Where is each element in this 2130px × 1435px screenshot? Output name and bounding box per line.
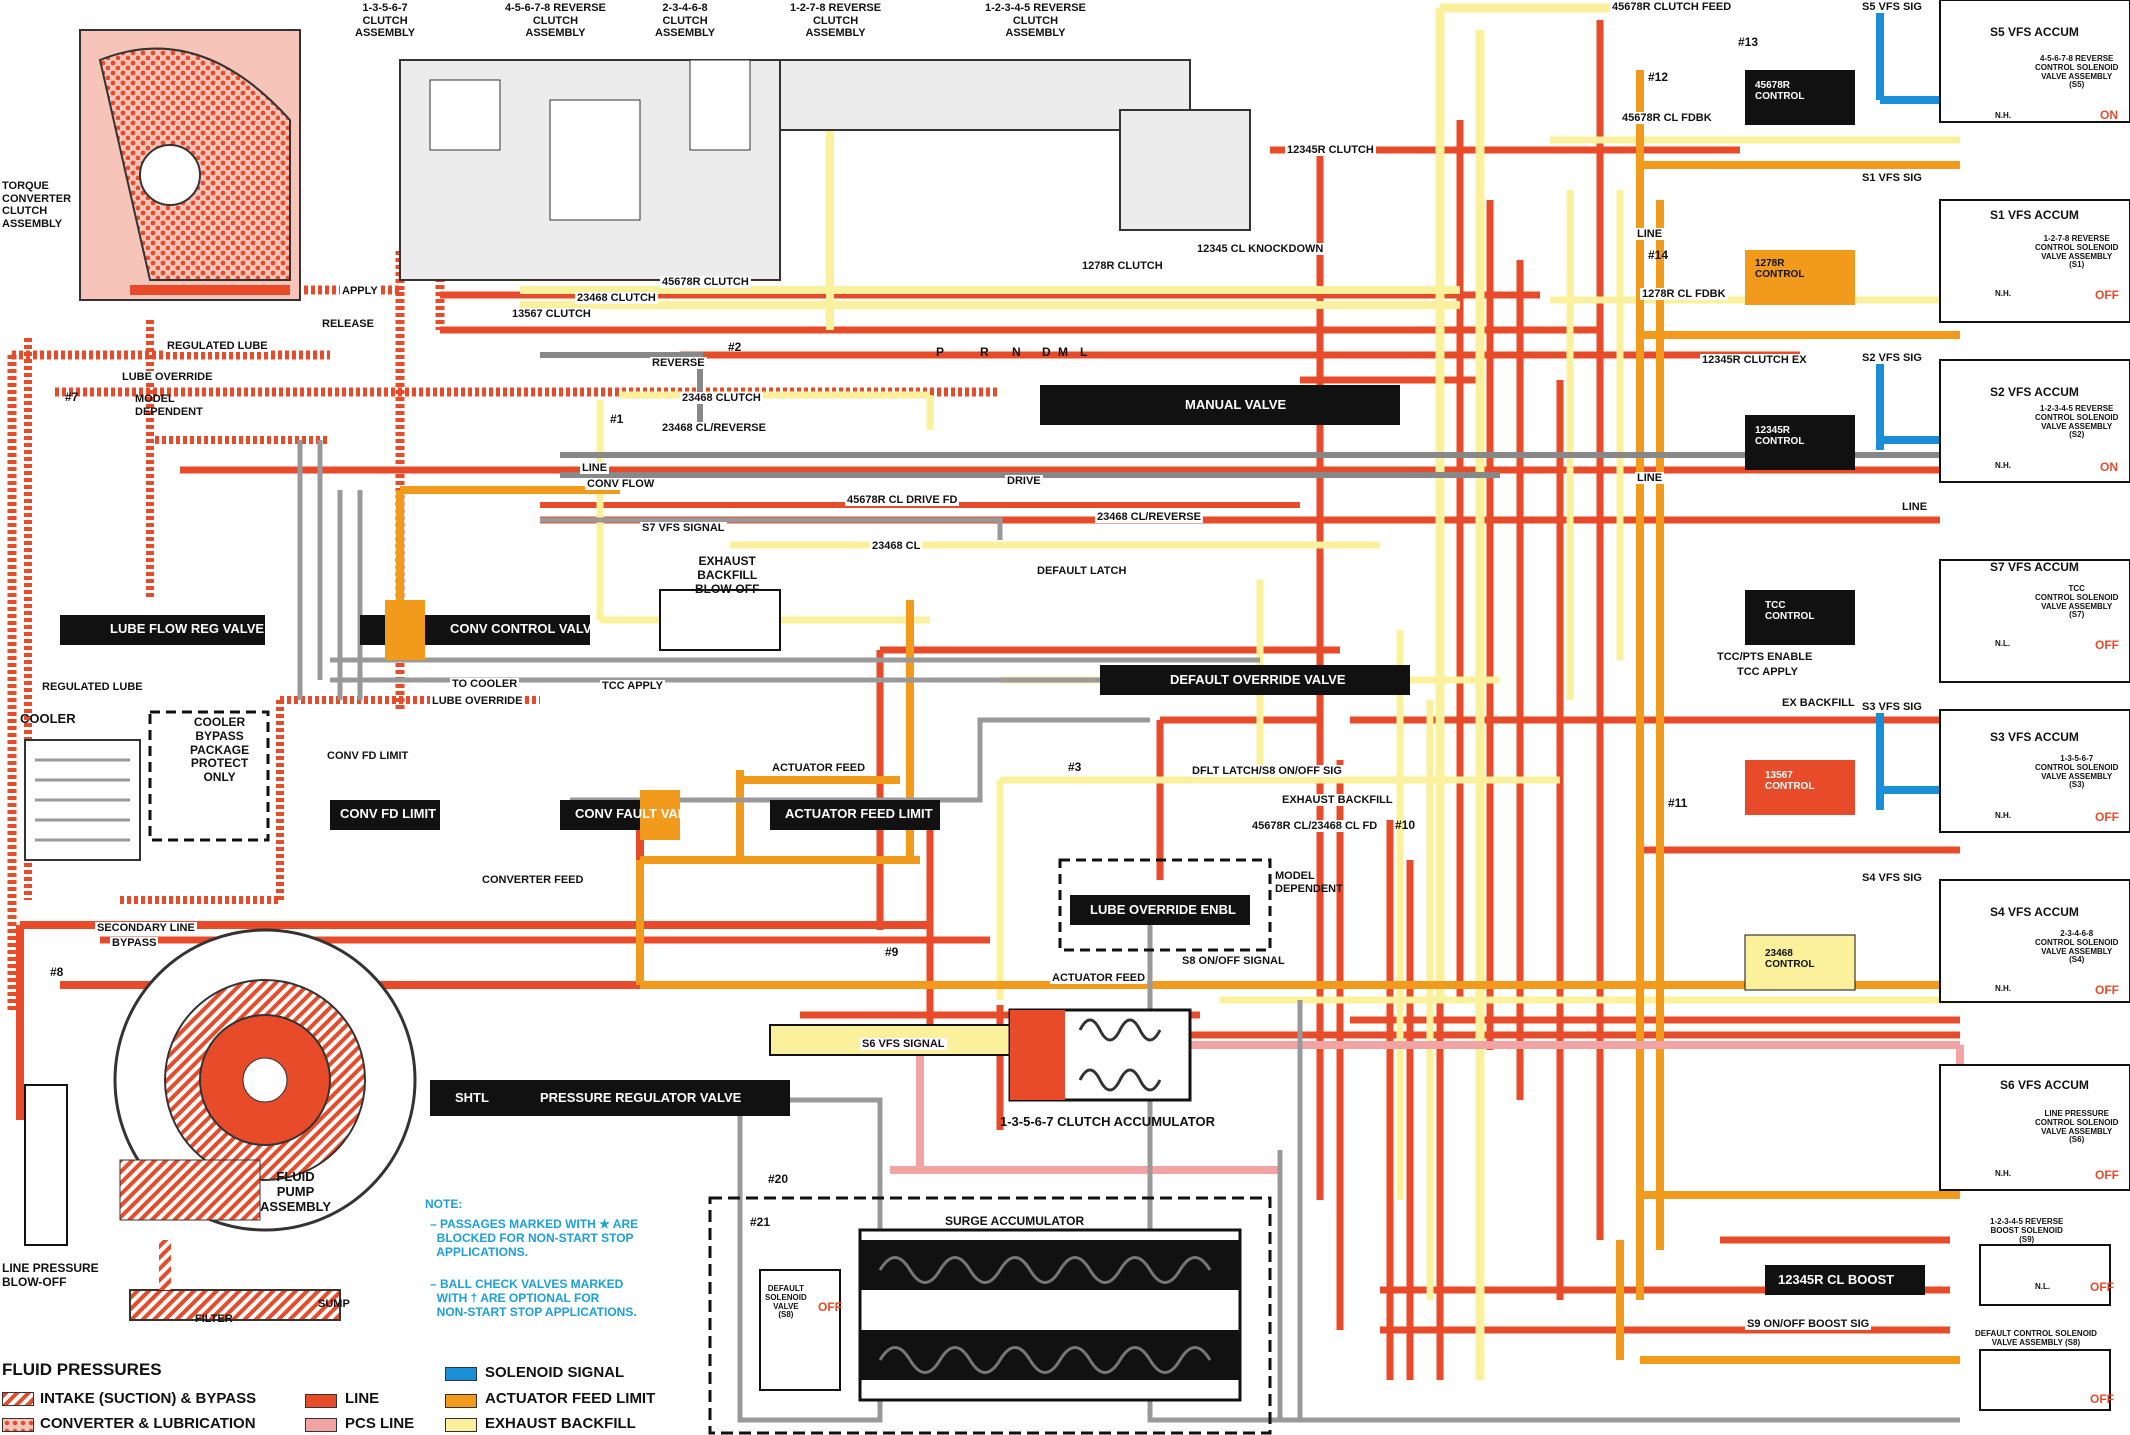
valve-bodies [60,385,1925,1295]
torque-converter-drawing [79,29,301,301]
cooler-drawing [24,710,270,861]
clutch-housing-drawing [399,59,1251,281]
accumulator-drawings [24,589,1272,1435]
filter-sump-drawing [129,1240,341,1321]
passage-network [7,3,2120,1423]
pump-drawing [113,928,417,1232]
solenoid-column [1744,0,2130,1411]
